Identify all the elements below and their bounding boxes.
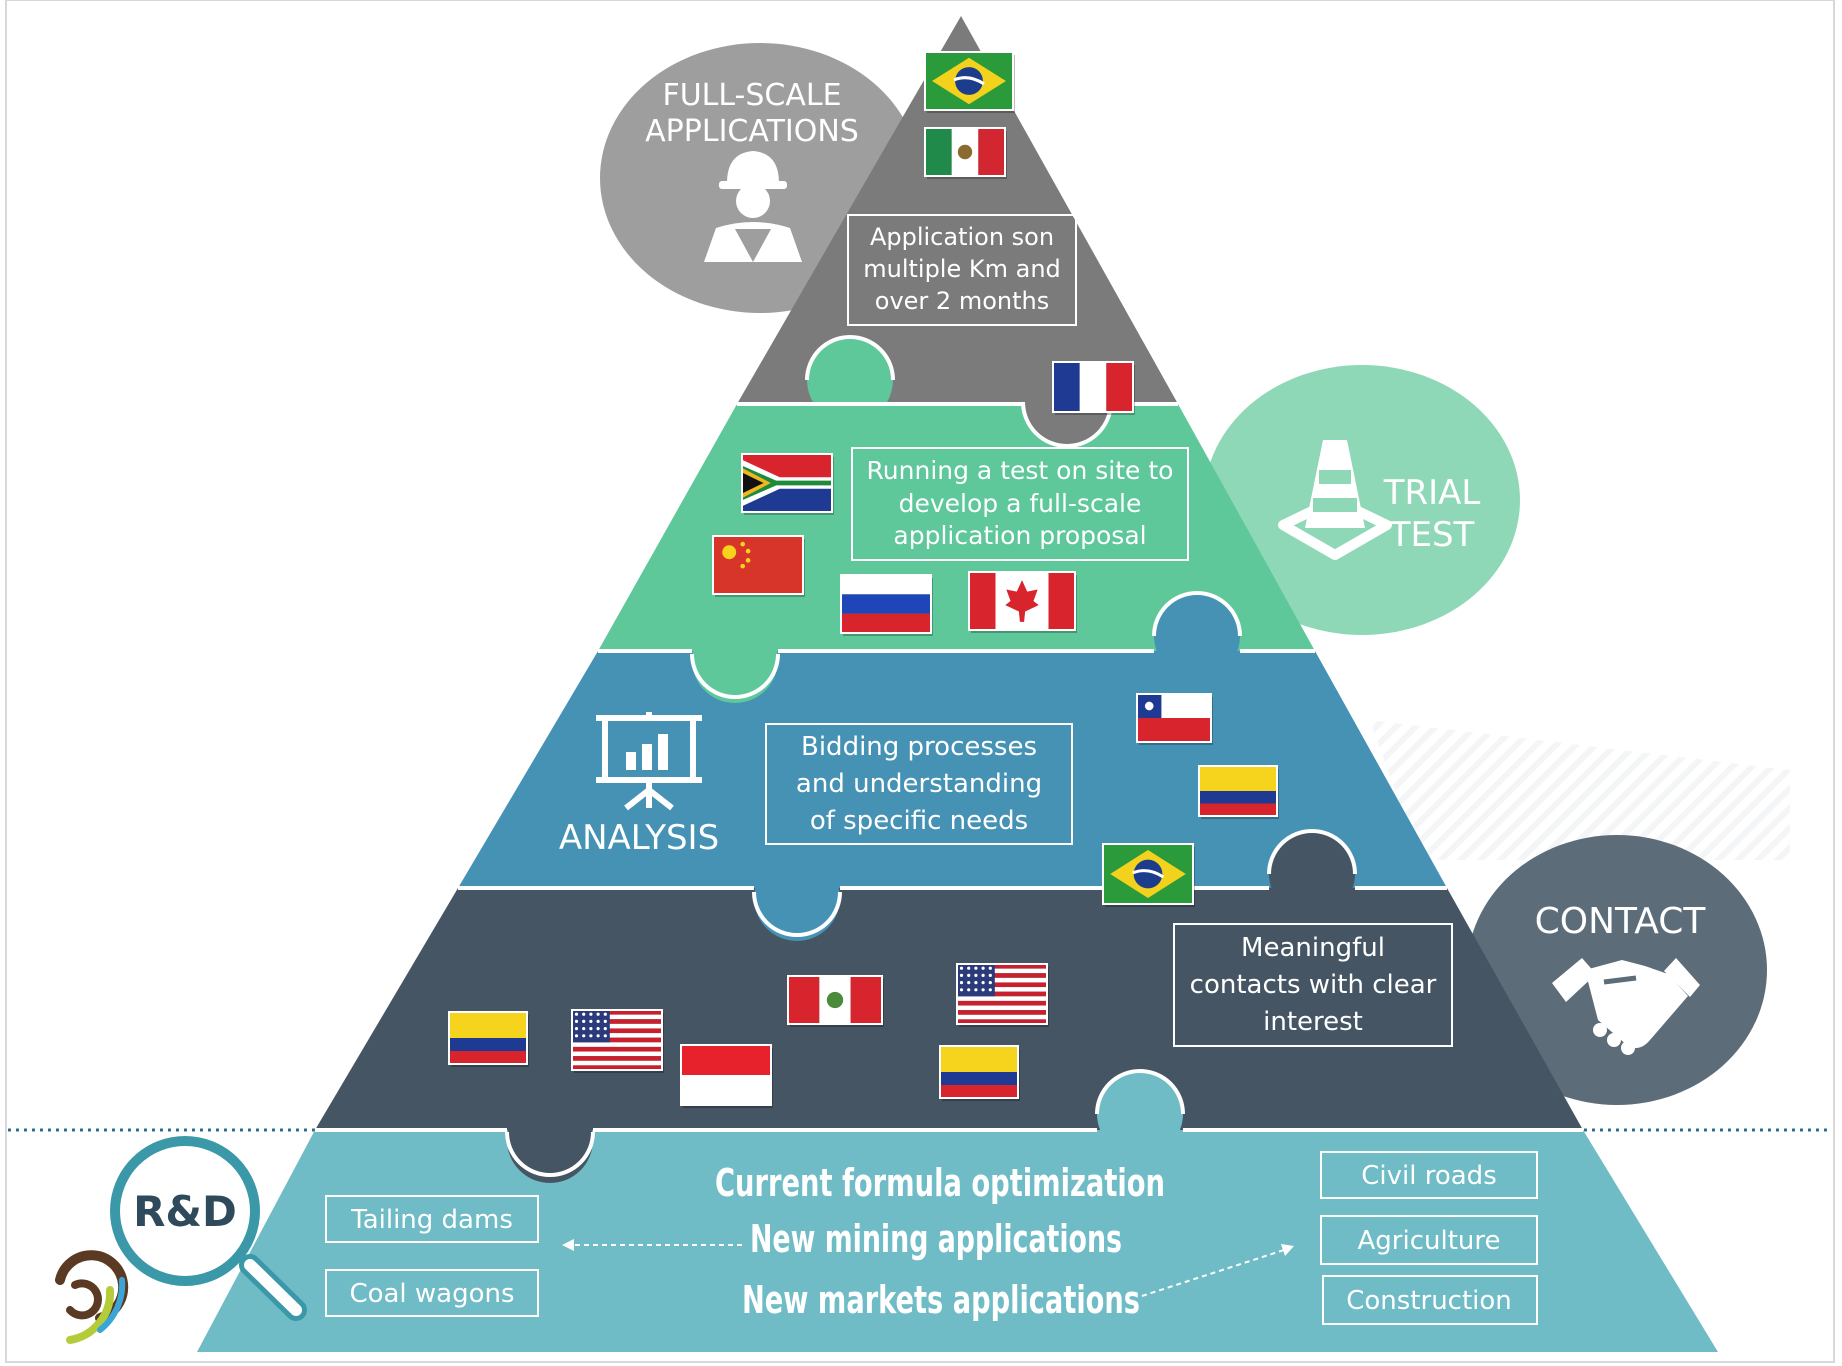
trial-test-bubble: TRIAL TEST [1204, 365, 1520, 635]
flags-layer [448, 51, 1279, 1108]
analysis-box-line3: of specific needs [810, 806, 1028, 836]
flag-colombia [1198, 765, 1279, 819]
flag-south-africa [741, 453, 834, 515]
trial-box-line2: develop a full-scale [899, 489, 1142, 518]
svg-text:Agriculture: Agriculture [1358, 1226, 1501, 1256]
contact-text-box: Meaningful contacts with clear interest [1173, 923, 1453, 1047]
contact-box-line3: interest [1263, 1007, 1363, 1037]
company-logo-icon [55, 1250, 129, 1344]
flag-france [1052, 361, 1135, 415]
trial-label-line1: TRIAL [1383, 473, 1481, 513]
flag-canada [968, 571, 1077, 633]
flag-chile [1136, 693, 1213, 745]
contact-bubble: CONTACT [1467, 835, 1767, 1105]
analysis-text-box: Bidding processes and understanding of s… [765, 723, 1073, 845]
full-scale-label-line2: APPLICATIONS [645, 114, 859, 149]
trial-box-line1: Running a test on site to [867, 456, 1174, 485]
trial-box-line3: application proposal [893, 521, 1146, 550]
full-scale-box-line1: Application son [870, 223, 1054, 251]
rnd-badge-label: R&D [133, 1187, 237, 1236]
traffic-cone-icon [1278, 440, 1392, 560]
svg-text:Coal wagons: Coal wagons [349, 1279, 514, 1309]
chart-bars [626, 734, 668, 770]
flag-usa [956, 963, 1049, 1027]
presentation-chart-icon [596, 712, 702, 811]
flag-peru [787, 975, 884, 1027]
arrow-to-markets [1141, 1244, 1294, 1297]
full-scale-box-line2: multiple Km and [863, 255, 1061, 283]
svg-text:Construction: Construction [1346, 1286, 1512, 1316]
flag-russia [840, 574, 933, 636]
trial-label-line2: TEST [1389, 515, 1475, 555]
flag-china [712, 535, 805, 597]
arrow-to-mining [562, 1239, 742, 1251]
svg-text:Civil roads: Civil roads [1361, 1161, 1496, 1191]
flag-indonesia [680, 1044, 773, 1108]
handshake-icon [1552, 958, 1700, 1055]
rnd-line2: New mining applications [750, 1217, 1122, 1261]
rnd-right-item-1: Agriculture [1320, 1215, 1538, 1265]
flag-brazil [924, 51, 1015, 113]
contact-box-line2: contacts with clear [1190, 970, 1437, 1000]
analysis-box-line1: Bidding processes [801, 732, 1037, 762]
rnd-line1: Current formula optimization [715, 1161, 1165, 1205]
analysis-box-line2: and understanding [796, 769, 1042, 799]
analysis-label: ANALYSIS [559, 818, 719, 858]
tier-separators [315, 402, 1583, 1132]
rnd-content: Current formula optimization New mining … [325, 1151, 1538, 1325]
flag-colombia [448, 1011, 529, 1067]
svg-text:Tailing dams: Tailing dams [350, 1205, 513, 1235]
full-scale-text-box: Application son multiple Km and over 2 m… [847, 214, 1077, 326]
analysis-side: ANALYSIS [559, 712, 719, 858]
contact-box-line1: Meaningful [1241, 933, 1385, 963]
full-scale-label-line1: FULL-SCALE [662, 78, 841, 113]
background-hatch [1370, 720, 1790, 860]
rnd-right-item-0: Civil roads [1320, 1151, 1538, 1199]
contact-label: CONTACT [1535, 901, 1707, 942]
rnd-badge: R&D [110, 1136, 307, 1321]
rnd-left-item-1: Coal wagons [325, 1269, 539, 1317]
flag-mexico [924, 127, 1007, 179]
rnd-line3: New markets applications [742, 1278, 1140, 1322]
flag-usa [571, 1009, 664, 1073]
flag-colombia [939, 1045, 1020, 1101]
rnd-right-item-2: Construction [1322, 1275, 1538, 1325]
rnd-left-item-0: Tailing dams [325, 1195, 539, 1243]
trial-text-box: Running a test on site to develop a full… [851, 447, 1189, 561]
full-scale-box-line3: over 2 months [875, 287, 1049, 315]
worker-icon [704, 151, 802, 262]
flag-brazil [1102, 843, 1195, 907]
